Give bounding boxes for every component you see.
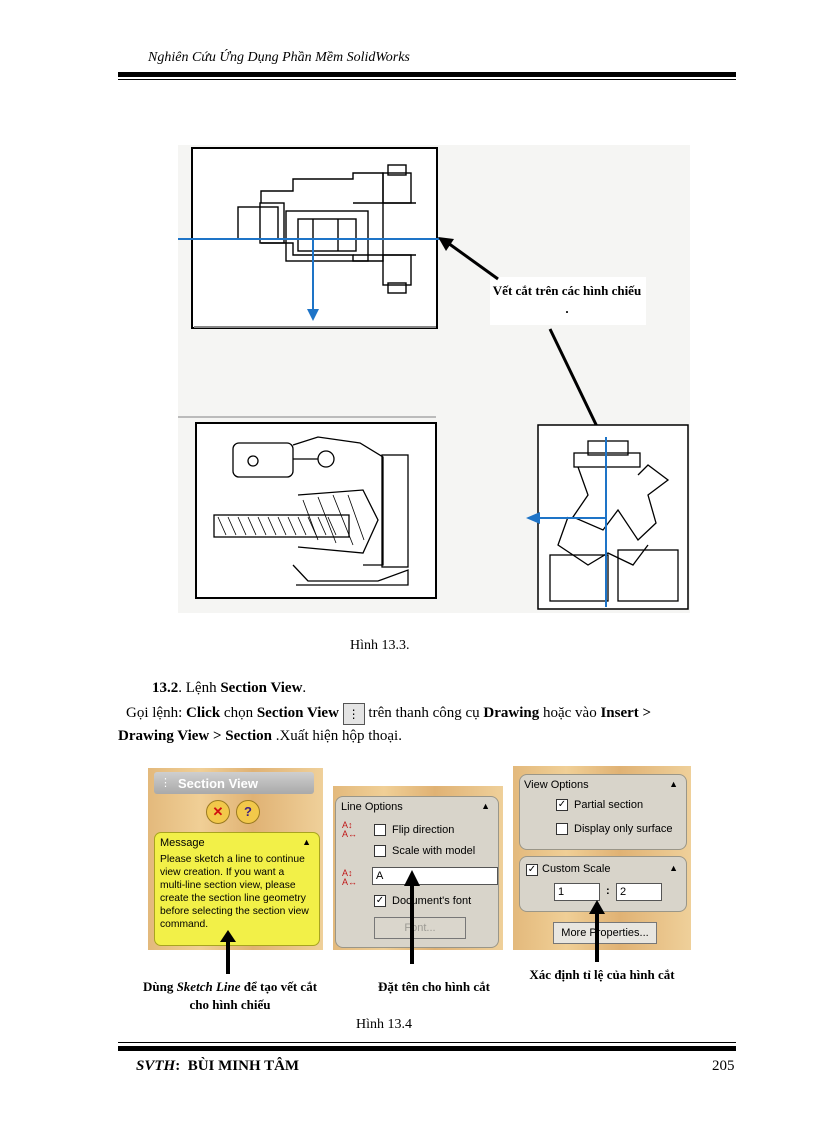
message-panel: Message ▲ Please sketch a line to contin… bbox=[154, 832, 320, 946]
header-rule bbox=[118, 72, 736, 77]
p-drawing: Drawing bbox=[483, 705, 540, 721]
collapse-up-icon[interactable]: ▲ bbox=[481, 801, 490, 811]
line-options-label: Line Options bbox=[341, 801, 403, 813]
flip-direction-checkbox[interactable] bbox=[374, 824, 386, 836]
p-chon: chọn bbox=[220, 705, 257, 721]
label1-pre: Dùng bbox=[142, 979, 177, 994]
section-paragraph: Gọi lệnh: Click chọn Section View ⋮ trên… bbox=[118, 702, 738, 747]
view-options-group: View Options ▲ ✓ Partial section Display… bbox=[519, 774, 687, 850]
partial-section-label: Partial section bbox=[574, 799, 644, 811]
label-sketch-line: Dùng Sketch Line để tạo vết cắt cho hình… bbox=[140, 978, 320, 1014]
label-section-scale: Xác định tỉ lệ của hình cắt bbox=[529, 967, 675, 982]
cancel-button[interactable]: ✕ bbox=[206, 800, 230, 824]
page-header-title: Nghiên Cứu Ứng Dụng Phần Mềm SolidWorks bbox=[148, 50, 410, 65]
dialog-section-view: ⋮ Section View ✕ ? Message ▲ Please sket… bbox=[148, 768, 323, 950]
line-options-group: Line Options ▲ A↕A↔ Flip direction Scale… bbox=[335, 796, 499, 948]
section-view-icon: ⋮ bbox=[160, 776, 171, 789]
scale-separator: : bbox=[606, 885, 610, 897]
scale-with-model-label: Scale with model bbox=[392, 845, 476, 857]
callout-section-lines: Vết cắt trên các hình chiếu . bbox=[492, 283, 642, 316]
section-name-input[interactable]: A bbox=[372, 867, 498, 885]
scale-with-model-checkbox[interactable] bbox=[374, 845, 386, 857]
p-end: .Xuất hiện hộp thoại. bbox=[271, 727, 402, 744]
help-button[interactable]: ? bbox=[236, 800, 260, 824]
heading-bold: Section View bbox=[220, 680, 303, 696]
flip-direction-label: Flip direction bbox=[392, 824, 455, 836]
label1-post: để tạo vết cắt cho hình chiếu bbox=[189, 979, 318, 1012]
footer-name: BÙI MINH TÂM bbox=[187, 1058, 300, 1074]
label-section-name: Đặt tên cho hình cắt bbox=[378, 979, 490, 994]
section-view-toolbar-icon: ⋮ bbox=[342, 702, 365, 725]
dialog-view-options: View Options ▲ ✓ Partial section Display… bbox=[513, 766, 691, 950]
section-number: 13.2 bbox=[152, 680, 179, 696]
dialog-title: Section View bbox=[178, 776, 258, 791]
message-label: Message bbox=[160, 837, 205, 849]
section-heading: 13.2. Lệnh Section View. bbox=[152, 677, 306, 699]
p-dv: Drawing View > Section bbox=[118, 727, 272, 744]
page-number: 205 bbox=[712, 1058, 735, 1074]
p-insert: Insert > bbox=[600, 705, 652, 721]
heading-pre: . Lệnh bbox=[178, 680, 221, 696]
section-views-drawing bbox=[178, 147, 689, 610]
caption-13-4: Hình 13.4 bbox=[356, 1017, 412, 1032]
footer-rule bbox=[118, 1046, 736, 1051]
custom-scale-checkbox[interactable]: ✓ bbox=[526, 864, 538, 876]
p-call: Gọi lệnh: bbox=[126, 705, 186, 721]
label1-italic: Sketch Line bbox=[176, 979, 241, 994]
heading-post: . bbox=[302, 680, 307, 696]
scale-denominator-input[interactable]: 2 bbox=[616, 883, 662, 901]
figure-13-4-pointer-arrows bbox=[220, 870, 605, 974]
label-name-icon: A↕A↔ bbox=[342, 868, 358, 887]
figure-13-3 bbox=[178, 145, 690, 613]
collapse-up-icon[interactable]: ▲ bbox=[669, 779, 678, 789]
collapse-up-icon[interactable]: ▲ bbox=[669, 863, 678, 873]
header-rule-thin bbox=[118, 79, 736, 80]
partial-section-checkbox[interactable]: ✓ bbox=[556, 799, 568, 811]
flip-direction-icon: A↕A↔ bbox=[342, 820, 358, 839]
p-sv: Section View bbox=[256, 705, 339, 721]
footer-rule-thin bbox=[118, 1042, 736, 1043]
custom-scale-group: ✓ Custom Scale ▲ 1 : 2 bbox=[519, 856, 687, 912]
more-properties-button[interactable]: More Properties... bbox=[553, 922, 657, 944]
document-font-checkbox[interactable]: ✓ bbox=[374, 895, 386, 907]
display-surface-label: Display only surface bbox=[574, 823, 673, 835]
footer-author: SVTH: BÙI MINH TÂM bbox=[136, 1058, 299, 1075]
p-tren: trên thanh công cụ bbox=[364, 705, 484, 721]
p-hoac: hoặc vào bbox=[539, 705, 601, 721]
dialog-line-options: Line Options ▲ A↕A↔ Flip direction Scale… bbox=[333, 786, 503, 950]
p-click: Click bbox=[186, 705, 221, 721]
custom-scale-label: Custom Scale bbox=[542, 863, 611, 875]
view-options-label: View Options bbox=[524, 779, 589, 791]
footer-svth: SVTH bbox=[136, 1058, 176, 1074]
collapse-up-icon[interactable]: ▲ bbox=[302, 837, 311, 847]
caption-13-3: Hình 13.3. bbox=[350, 638, 410, 653]
display-surface-checkbox[interactable] bbox=[556, 823, 568, 835]
footer-colon: : bbox=[175, 1058, 181, 1074]
scale-numerator-input[interactable]: 1 bbox=[554, 883, 600, 901]
dialog-title-bar: ⋮ Section View bbox=[154, 772, 314, 794]
message-text: Please sketch a line to continue view cr… bbox=[160, 854, 309, 930]
